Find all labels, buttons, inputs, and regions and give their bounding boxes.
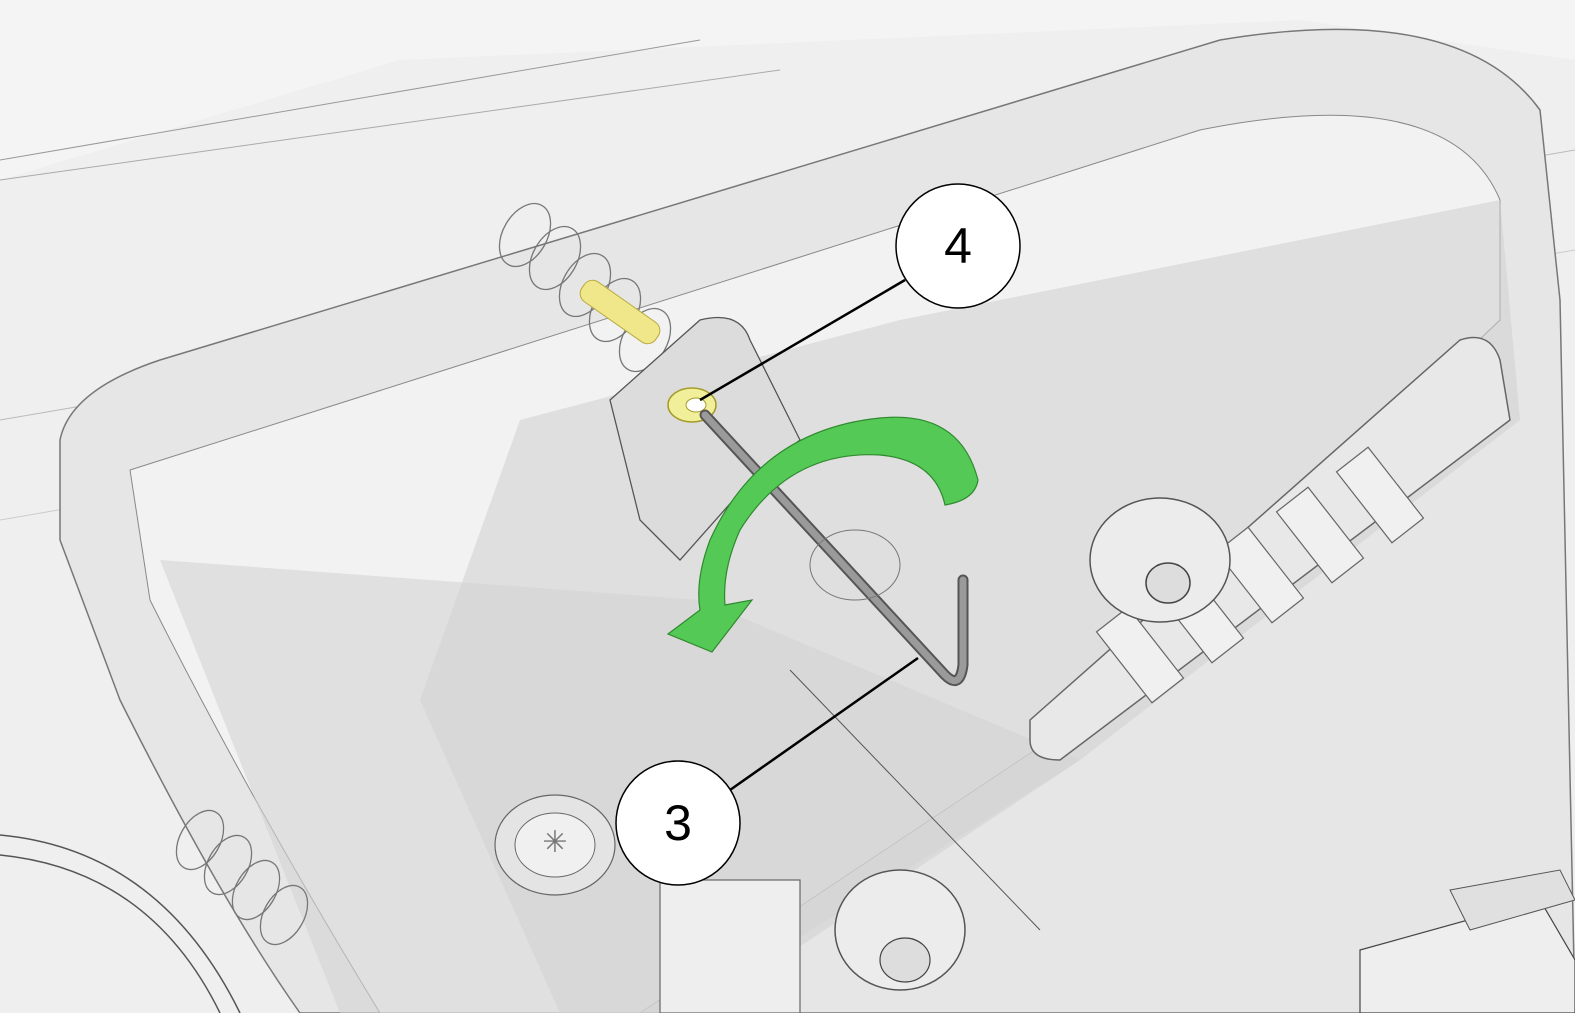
callout-4-label: 4	[944, 218, 972, 274]
rotation-hole	[809, 529, 901, 601]
torx-key-tool	[699, 409, 969, 686]
cable	[0, 834, 241, 1013]
callout-4: 4	[699, 183, 1021, 402]
spring-pin	[579, 279, 661, 345]
bracket-bottom-right	[1359, 869, 1575, 1013]
svg-text:✳: ✳	[542, 825, 567, 860]
bushing-lower	[659, 869, 966, 1013]
spring-lower	[175, 809, 309, 946]
callout-3: 3	[615, 656, 919, 886]
torx-screw: ✳	[494, 794, 616, 896]
callout-3-label: 3	[664, 795, 692, 851]
rotation-arrow-icon	[666, 416, 979, 653]
slide-rail	[1029, 336, 1511, 761]
